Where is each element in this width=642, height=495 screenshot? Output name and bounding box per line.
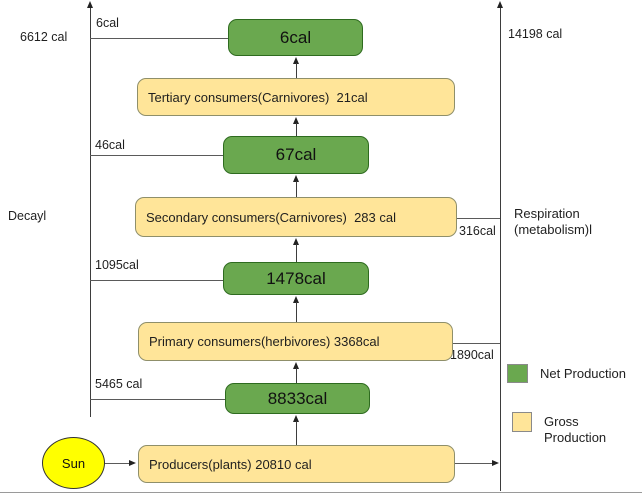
net-tertiary-value: 6cal	[279, 27, 312, 47]
flow-arrow-line	[296, 244, 297, 262]
decay-line-tertiary	[90, 38, 228, 39]
flow-arrowhead-icon	[293, 238, 299, 245]
decay-line-producers	[90, 399, 225, 400]
flow-arrowhead-icon	[293, 175, 299, 182]
net-primary-box: 1478cal	[223, 262, 369, 295]
respiration-axis-arrowhead-icon	[497, 1, 503, 8]
flow-arrowhead-icon	[293, 296, 299, 303]
flow-arrowhead-icon	[293, 57, 299, 64]
canvas-bottom-border	[0, 492, 642, 493]
flow-arrowhead-icon	[293, 117, 299, 124]
flow-arrow-line	[296, 302, 297, 322]
respiration-total-label: 14198 cal	[508, 27, 563, 41]
decay-value-tertiary: 6cal	[96, 16, 119, 30]
decay-total-label: 6612 cal	[20, 30, 68, 44]
legend-net-swatch	[507, 364, 528, 383]
legend-gross-label: Gross Production	[544, 414, 607, 445]
net-tertiary-box: 6cal	[228, 19, 363, 56]
net-secondary-box: 67cal	[223, 136, 369, 174]
respiration-producers-arrowhead-icon	[492, 460, 499, 466]
respiration-axis-line	[500, 8, 501, 491]
respiration-line-secondary	[457, 218, 500, 219]
primary-consumers-box: Primary consumers(herbivores) 3368cal	[138, 322, 453, 361]
flow-arrow-line	[296, 63, 297, 78]
respiration-value-primary: 1890cal	[450, 348, 494, 362]
net-producers-value: 8833cal	[267, 388, 328, 408]
secondary-consumers-label: Secondary consumers(Carnivores) 283 cal	[146, 209, 396, 225]
legend-net-label: Net Production	[540, 366, 626, 381]
flow-arrow-line	[296, 421, 297, 445]
decay-axis-arrowhead-icon	[87, 1, 93, 8]
sun-arrow-line	[105, 463, 130, 464]
net-producers-box: 8833cal	[225, 383, 370, 414]
decay-line-secondary	[90, 155, 223, 156]
respiration-line-primary	[453, 343, 500, 344]
legend-gross-swatch	[512, 412, 532, 432]
respiration-value-secondary: 316cal	[459, 224, 496, 238]
flow-arrow-line	[296, 181, 297, 197]
tertiary-consumers-box: Tertiary consumers(Carnivores) 21cal	[137, 78, 455, 116]
net-secondary-value: 67cal	[275, 145, 317, 164]
decay-axis-label: Decayl	[8, 209, 47, 223]
secondary-consumers-box: Secondary consumers(Carnivores) 283 cal	[135, 197, 457, 237]
flow-arrowhead-icon	[293, 362, 299, 369]
primary-consumers-label: Primary consumers(herbivores) 3368cal	[149, 334, 380, 349]
respiration-line-producers	[455, 463, 493, 464]
decay-line-primary	[90, 280, 223, 281]
sun-arrowhead-icon	[129, 460, 136, 466]
producers-box: Producers(plants) 20810 cal	[138, 445, 455, 483]
flow-arrowhead-icon	[293, 415, 299, 422]
decay-axis-line	[90, 8, 91, 417]
decay-value-primary: 1095cal	[95, 258, 139, 272]
respiration-axis-label: Respiration (metabolism)l	[514, 206, 593, 237]
flow-arrow-line	[296, 368, 297, 383]
sun-label: Sun	[61, 455, 86, 471]
sun: Sun	[42, 437, 105, 489]
decay-value-producers: 5465 cal	[95, 377, 143, 391]
flow-arrow-line	[296, 123, 297, 136]
decay-value-secondary: 46cal	[95, 138, 125, 152]
net-primary-value: 1478cal	[266, 268, 326, 288]
tertiary-consumers-label: Tertiary consumers(Carnivores) 21cal	[148, 89, 368, 105]
producers-label: Producers(plants) 20810 cal	[149, 456, 312, 472]
